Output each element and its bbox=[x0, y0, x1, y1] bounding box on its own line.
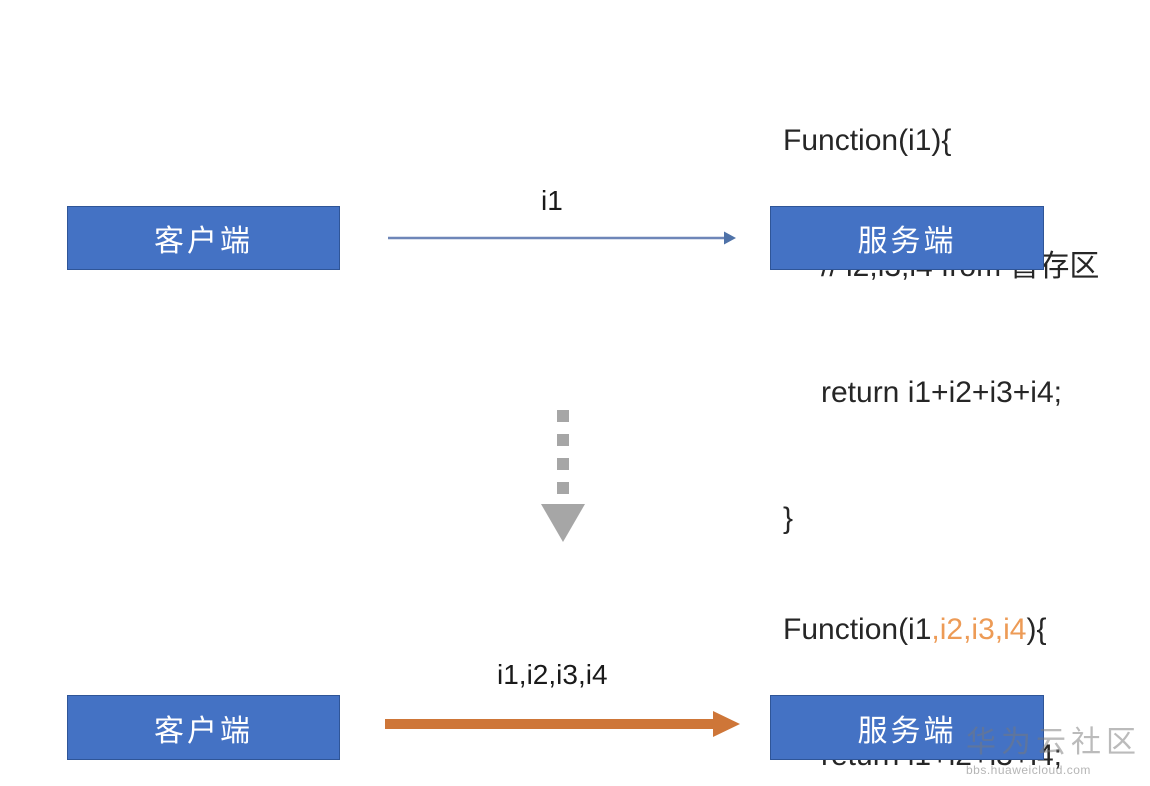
code-line-return: return i1+i2+i3+i4; bbox=[821, 376, 1062, 409]
server-node-top-label: 服务端 bbox=[857, 225, 957, 258]
code-line-signature: Function(i1){ bbox=[783, 124, 952, 157]
code-line-close-brace: } bbox=[783, 502, 794, 535]
code-signature-prefix: Function(i1 bbox=[783, 613, 932, 646]
arrow-label-top: i1 bbox=[541, 185, 563, 216]
code-line-signature-highlighted: Function(i1,i2,i3,i4){ bbox=[783, 609, 1062, 651]
client-node-top[interactable]: 客户端 bbox=[67, 206, 340, 270]
server-node-bottom[interactable]: 服务端 bbox=[770, 695, 1044, 760]
server-node-top[interactable]: 服务端 bbox=[770, 206, 1044, 270]
dotted-down-arrow-icon bbox=[541, 410, 585, 542]
code-signature-added-args: ,i2,i3,i4 bbox=[931, 613, 1027, 646]
arrow-label-bottom: i1,i2,i3,i4 bbox=[497, 659, 608, 690]
code-signature-suffix: ){ bbox=[1026, 613, 1047, 646]
flow-arrow-bottom-icon bbox=[385, 711, 740, 737]
flow-arrow-top-icon bbox=[388, 231, 736, 245]
client-node-bottom-label: 客户端 bbox=[154, 714, 253, 748]
client-node-bottom[interactable]: 客户端 bbox=[67, 695, 340, 760]
client-node-top-label: 客户端 bbox=[154, 225, 253, 258]
server-node-bottom-label: 服务端 bbox=[857, 714, 957, 748]
